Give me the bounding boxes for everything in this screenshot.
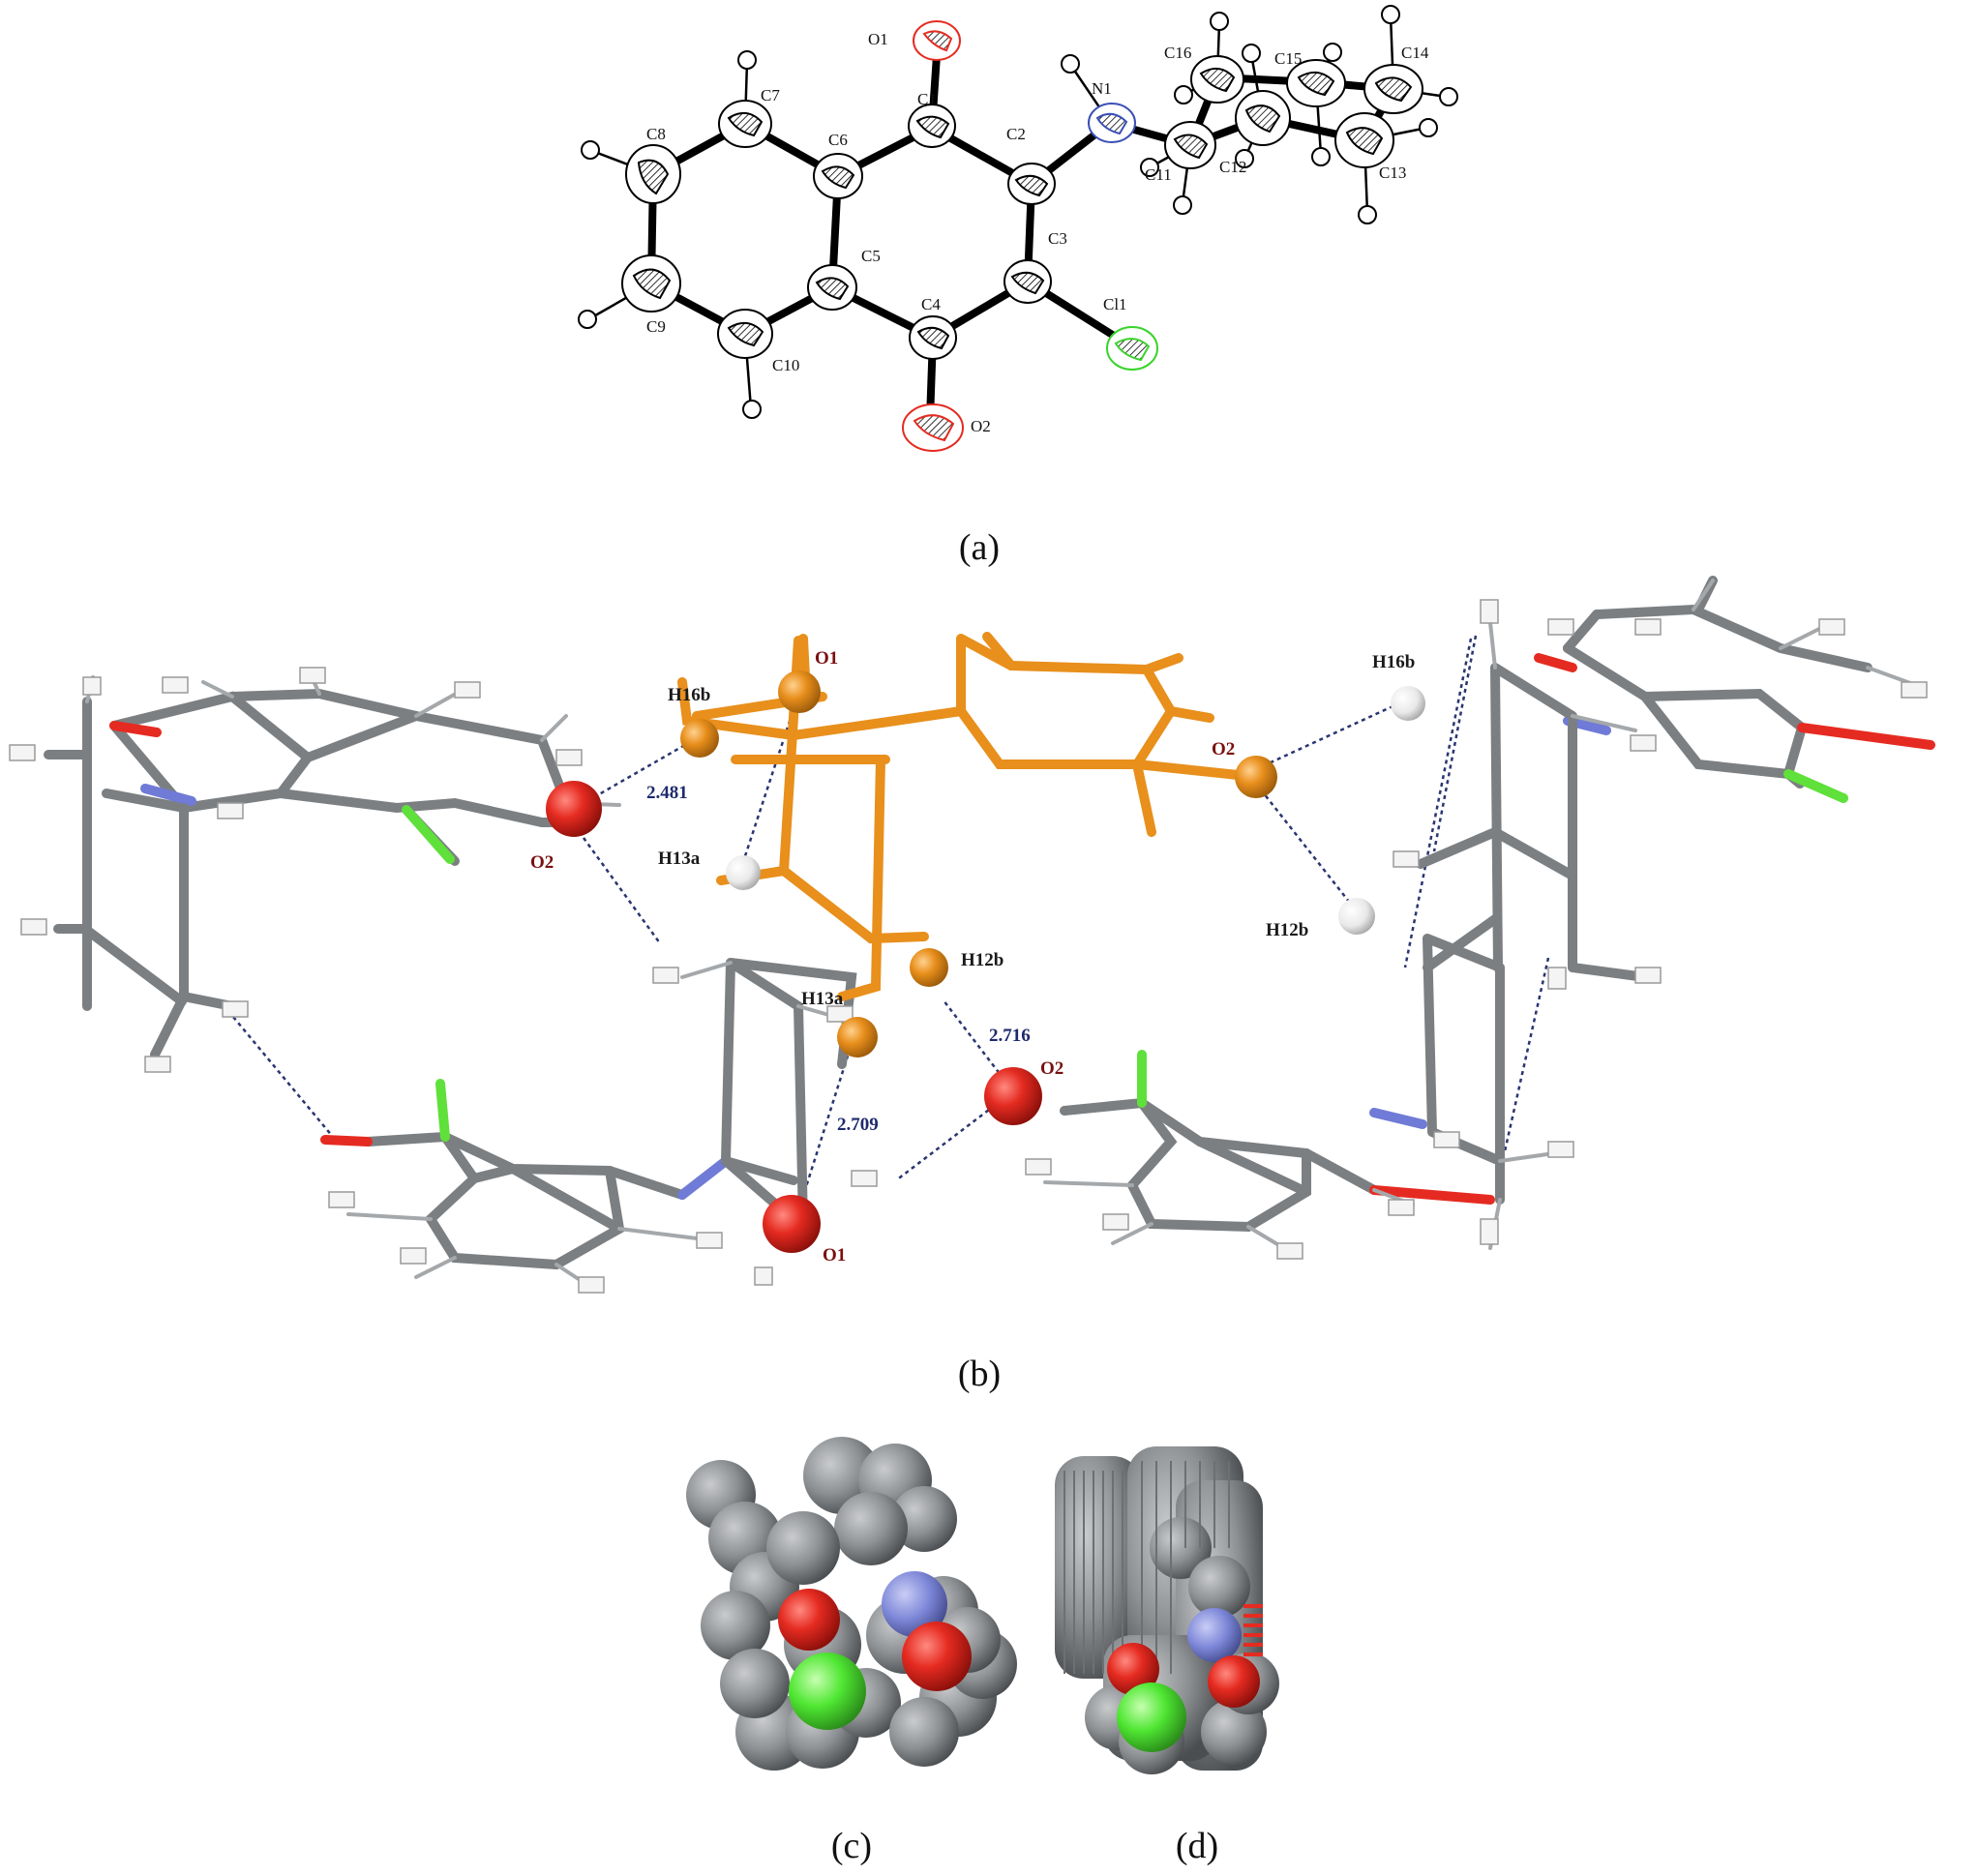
label-C12: C12 (1219, 158, 1246, 176)
panel-c-spacefill: (c) (686, 1437, 1017, 1866)
panel-a-ortep: O1 C1 C2 N1 C3 Cl1 C4 O2 C5 C6 C7 C8 C9 … (578, 5, 1458, 568)
molecule-bottom-right (1025, 934, 1574, 1260)
atom-O2 (902, 403, 964, 452)
atom-C3 (1003, 259, 1052, 304)
atom-C8 (625, 144, 681, 204)
label-O1-bottom: O1 (823, 1245, 846, 1266)
atom-C15 (1286, 59, 1346, 107)
label-C6: C6 (828, 131, 848, 149)
atom-C14 (1363, 64, 1423, 114)
label-C16: C16 (1164, 44, 1191, 62)
label-C4: C4 (921, 295, 941, 313)
distance-2481: 2.481 (646, 783, 688, 803)
atom-H12b-white (1338, 898, 1375, 935)
label-C1: C1 (917, 90, 937, 108)
label-O2-right: O2 (1212, 739, 1235, 759)
atom-C9 (621, 254, 681, 313)
label-O1-top: O1 (815, 648, 838, 669)
atom-Cl1 (1106, 326, 1158, 371)
label-C2: C2 (1006, 125, 1026, 143)
label-H16b-right: H16b (1372, 652, 1415, 672)
distance-2716: 2.716 (989, 1026, 1031, 1046)
label-C8: C8 (646, 125, 666, 143)
label-H16b-left: H16b (668, 685, 710, 705)
atom-H12b-orange (910, 948, 948, 987)
label-C5: C5 (861, 247, 881, 265)
panel-d-spacefill: (d) (1055, 1446, 1279, 1866)
label-C11: C11 (1145, 165, 1172, 184)
label-H13a-upper: H13a (658, 849, 701, 869)
molecule-bottom-left (320, 958, 878, 1294)
label-N1: N1 (1092, 79, 1112, 98)
label-C10: C10 (772, 356, 799, 374)
panel-label-a: (a) (959, 527, 1000, 568)
atom-O1-orange (778, 670, 821, 713)
label-O2: O2 (971, 417, 991, 435)
atom-O2-orange (1235, 756, 1277, 798)
panel-b-packing: O1 H16b 2.481 O2 H13a H12b H13a 2.716 O2… (9, 576, 1935, 1394)
label-Cl1: Cl1 (1103, 295, 1127, 313)
panel-label-d: (d) (1176, 1826, 1218, 1866)
atom-C5 (807, 264, 857, 311)
label-C3: C3 (1048, 229, 1067, 248)
label-C13: C13 (1379, 164, 1406, 182)
ortep-atoms (621, 20, 1423, 452)
atom-C10 (717, 309, 773, 359)
atom-N1 (1088, 103, 1136, 143)
atom-C13 (1334, 112, 1394, 168)
label-C14: C14 (1401, 44, 1429, 62)
atom-C4 (909, 315, 957, 360)
label-H13a-lower: H13a (801, 989, 844, 1009)
atom-C2 (1007, 163, 1056, 205)
label-O1: O1 (868, 30, 888, 48)
panel-label-b: (b) (958, 1354, 1001, 1394)
atom-C6 (813, 153, 863, 199)
atom-C12 (1235, 90, 1291, 146)
molecule-central-orange (677, 632, 1277, 1057)
ortep-hydrogens (578, 5, 1458, 419)
atom-H13a-white (726, 855, 761, 890)
label-H12b-mid: H12b (961, 950, 1003, 970)
label-C9: C9 (646, 317, 666, 336)
atom-C7 (718, 100, 772, 148)
atom-C16 (1190, 55, 1244, 104)
ortep-labels: O1 C1 C2 N1 C3 Cl1 C4 O2 C5 C6 C7 C8 C9 … (646, 30, 1429, 435)
panel-label-c: (c) (831, 1826, 872, 1866)
label-H12b-right: H12b (1266, 920, 1308, 940)
packing-labels: O1 H16b 2.481 O2 H13a H12b H13a 2.716 O2… (530, 648, 1415, 1266)
atom-C11 (1164, 121, 1216, 169)
label-C15: C15 (1274, 49, 1302, 68)
molecule-left (9, 667, 621, 1073)
atom-O1 (913, 20, 961, 61)
label-O2-mid: O2 (1040, 1058, 1063, 1079)
atom-O2-left (546, 781, 602, 837)
distance-2709: 2.709 (837, 1115, 879, 1135)
atom-O1-bottom (763, 1195, 821, 1253)
atom-H13a-orange (837, 1017, 878, 1057)
atom-O2-center (984, 1067, 1042, 1125)
label-C7: C7 (761, 86, 780, 104)
highlighted-atoms (546, 686, 1425, 1253)
atom-C1 (908, 104, 956, 148)
atom-H16b-white (1391, 686, 1425, 721)
atom-H16b-orange (680, 719, 719, 758)
label-O2-left: O2 (530, 852, 554, 873)
molecule-right (1393, 576, 1935, 990)
